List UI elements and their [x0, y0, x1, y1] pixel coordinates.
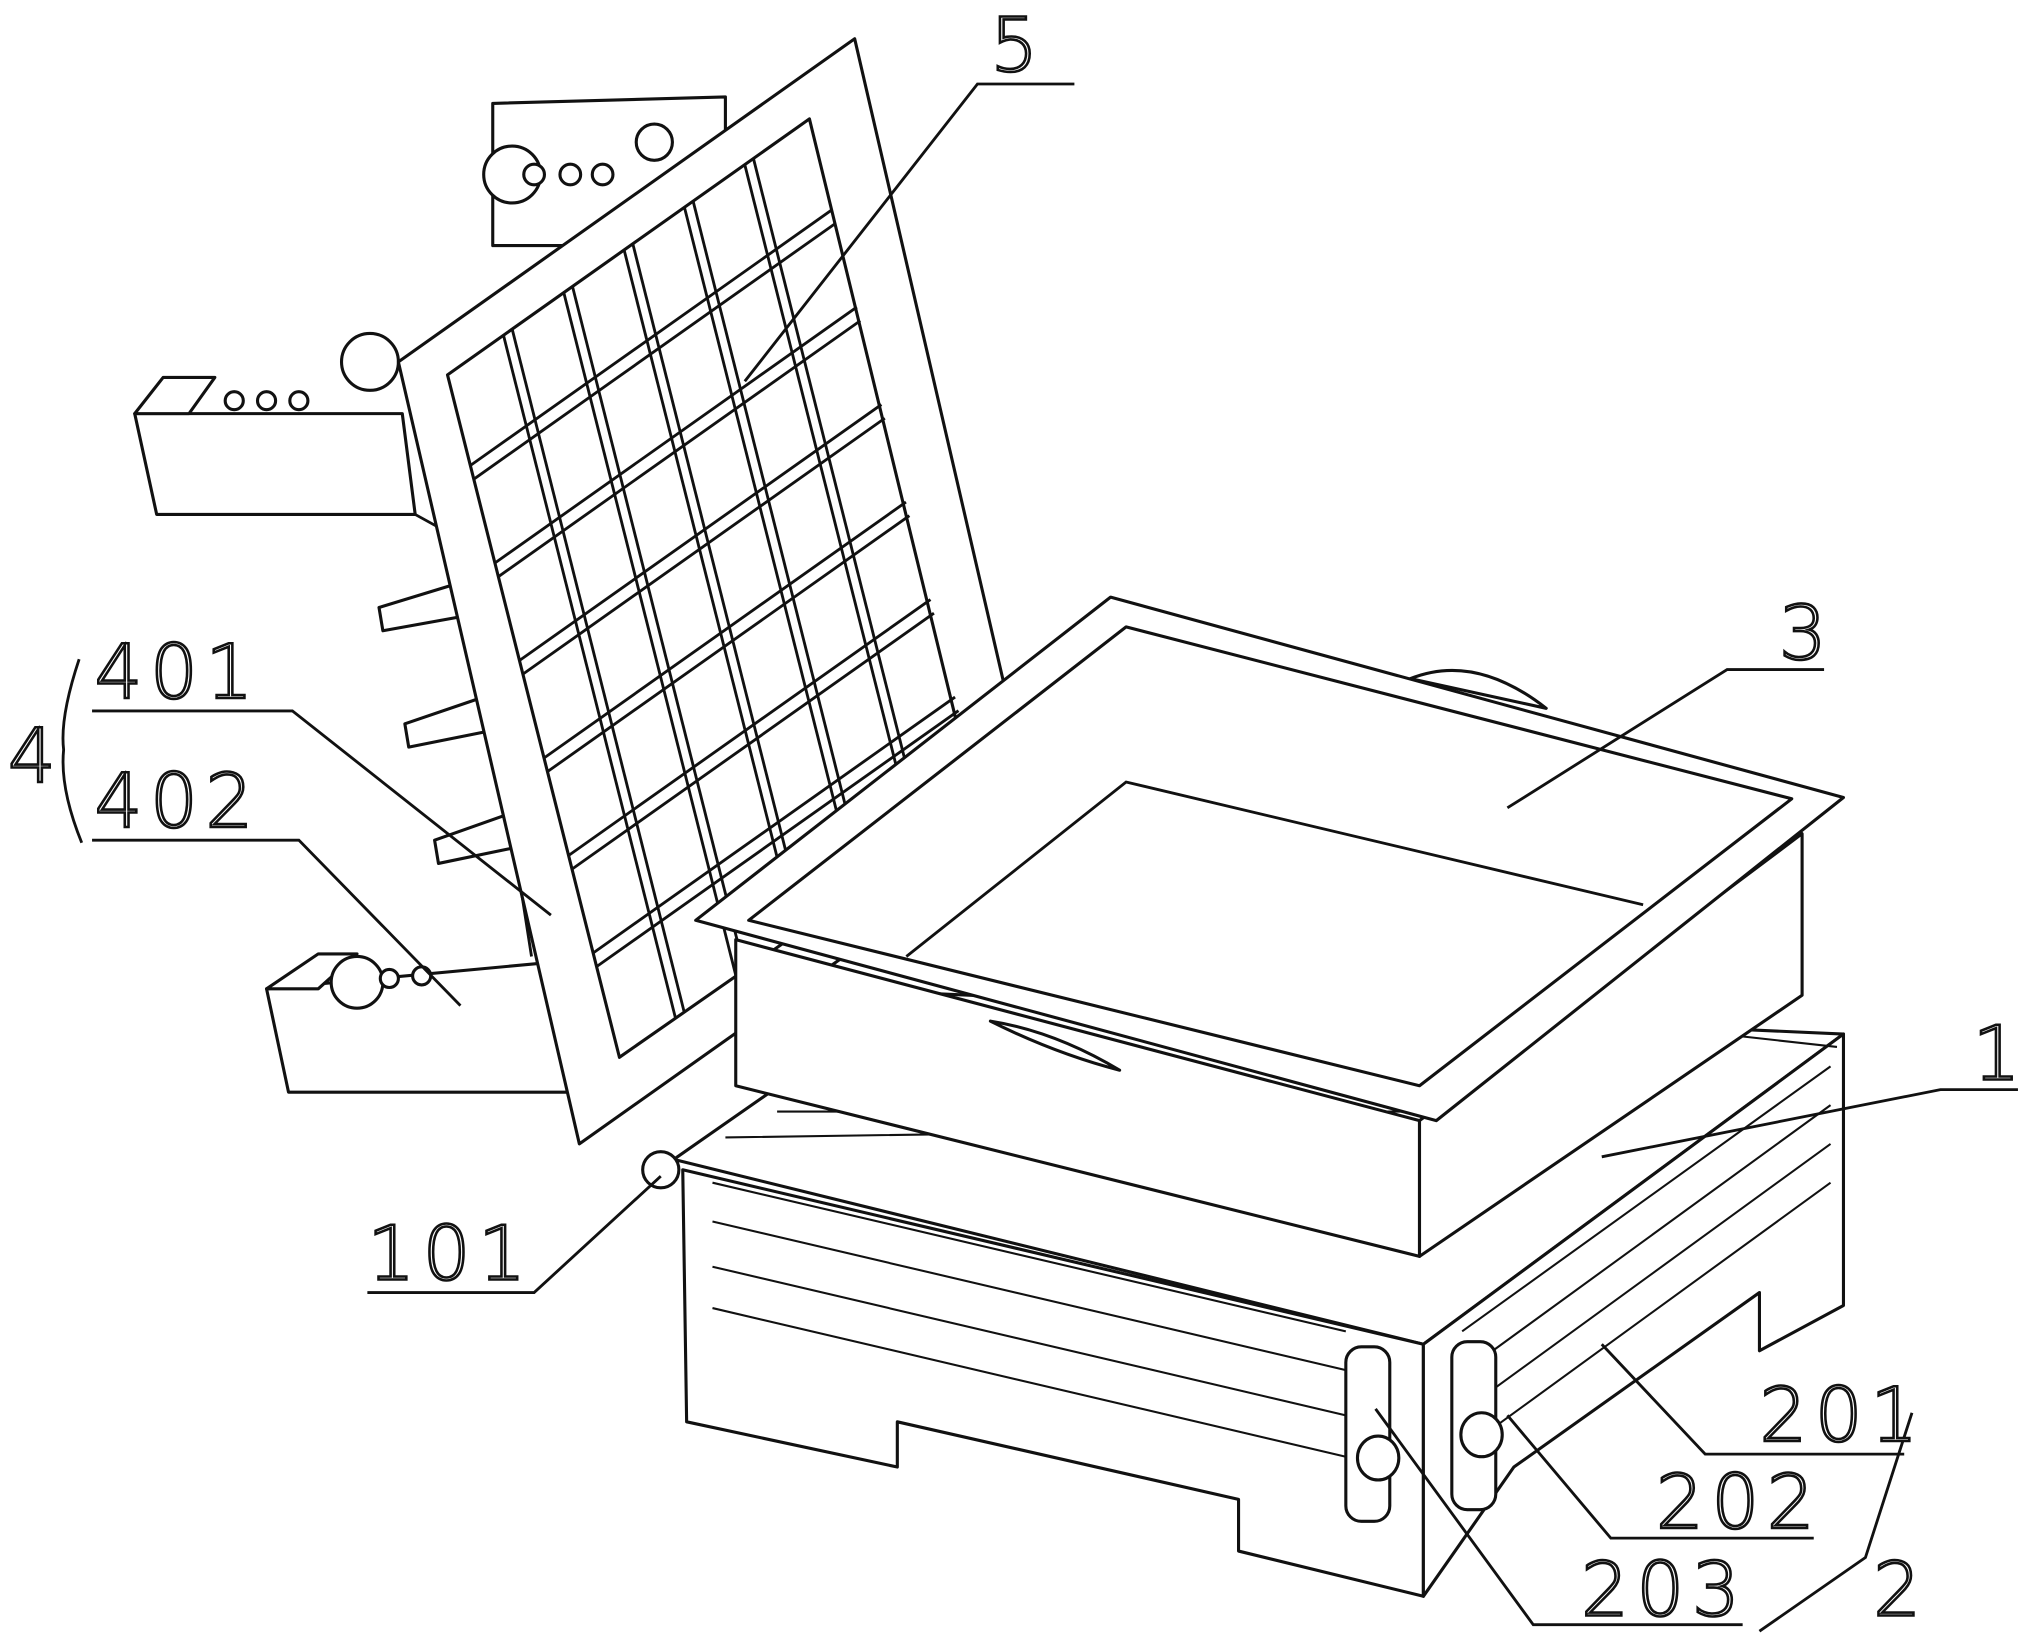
hinge-pin: [643, 1152, 679, 1188]
label-401: 401: [95, 628, 261, 716]
label-202: 202: [1656, 1458, 1822, 1546]
label-1: 1: [1973, 1009, 2026, 1097]
nozzle-left: [1357, 1436, 1398, 1480]
label-201: 201: [1759, 1371, 1925, 1459]
nozzle-right: [1461, 1413, 1502, 1457]
label-101: 101: [367, 1210, 533, 1298]
label-3: 3: [1779, 589, 1834, 677]
label-2: 2: [1873, 1546, 1928, 1634]
label-402: 402: [95, 757, 261, 845]
label-4: 4: [8, 712, 63, 800]
pipe-left: [1346, 1347, 1390, 1521]
label-5: 5: [990, 1, 1045, 89]
label-203: 203: [1581, 1546, 1747, 1634]
